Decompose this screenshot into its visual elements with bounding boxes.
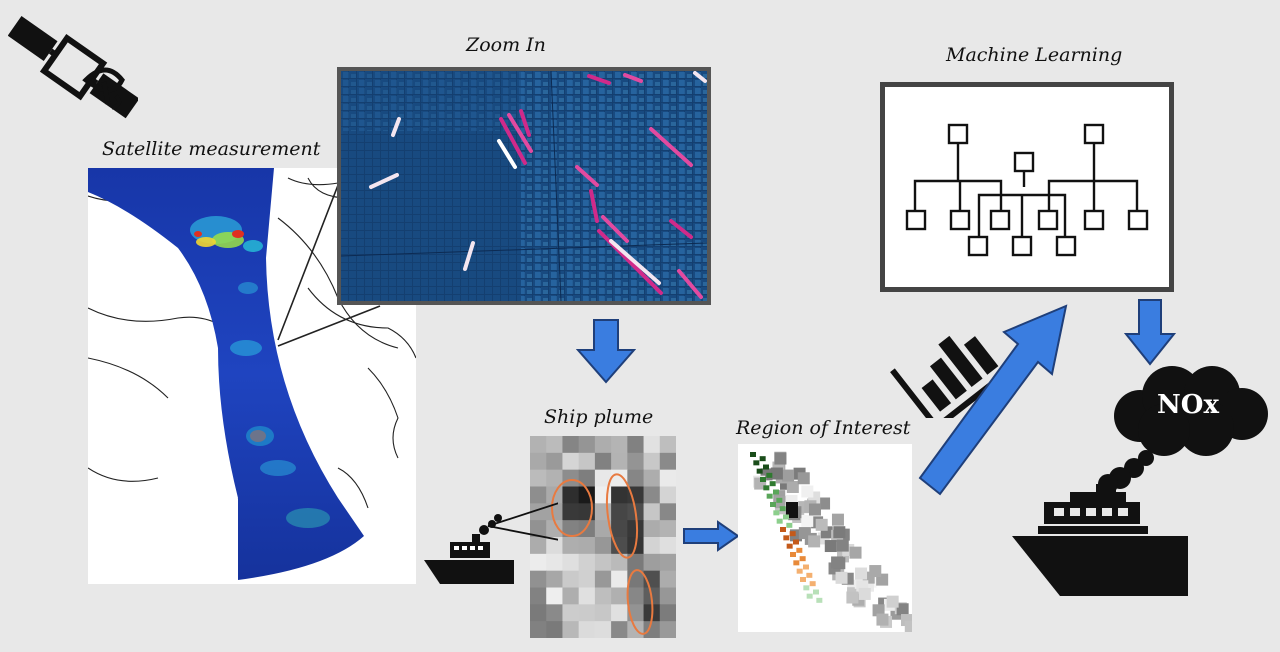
machine-learning-label: Machine Learning bbox=[946, 44, 1123, 66]
nox-label: NOx bbox=[1157, 390, 1219, 420]
ship-icon bbox=[424, 502, 558, 584]
arrow-down-icon bbox=[1124, 299, 1176, 366]
satellite-map bbox=[88, 168, 416, 584]
ship-plume-panel bbox=[530, 436, 676, 638]
satellite-measurement-label: Satellite measurement bbox=[102, 138, 321, 160]
region-of-interest-panel bbox=[738, 444, 912, 632]
ship-plume-label: Ship plume bbox=[544, 406, 654, 428]
machine-learning-panel bbox=[880, 82, 1174, 292]
ship-icon bbox=[1012, 450, 1188, 596]
region-of-interest-label: Region of Interest bbox=[736, 417, 911, 439]
cloud-icon: NOx bbox=[1104, 360, 1272, 460]
arrow-right-icon bbox=[683, 520, 740, 552]
zoomed-view bbox=[337, 67, 711, 305]
arrow-up-right-icon bbox=[918, 304, 1068, 496]
arrow-down-icon bbox=[576, 319, 636, 384]
zoom-connector bbox=[277, 179, 381, 347]
satellite-icon bbox=[8, 0, 138, 135]
zoom-in-label: Zoom In bbox=[466, 34, 546, 56]
